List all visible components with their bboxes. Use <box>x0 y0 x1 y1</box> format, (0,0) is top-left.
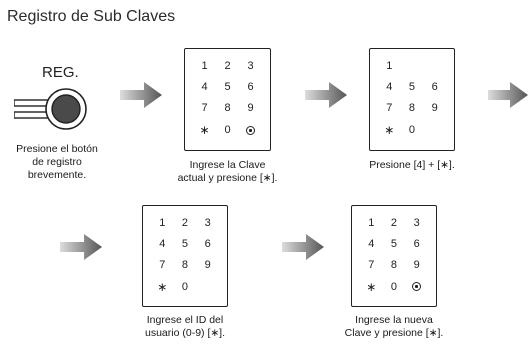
step5-caption: Ingrese la nueva Clave y presione [∗]. <box>324 314 464 340</box>
key: 0 <box>181 280 189 293</box>
key: 6 <box>413 237 420 250</box>
key <box>423 55 446 76</box>
key: 6 <box>247 80 254 93</box>
arrow-right-icon <box>60 234 102 260</box>
key: 4 <box>386 80 393 93</box>
caption-line: Ingrese la Clave <box>189 159 266 171</box>
key <box>196 275 219 298</box>
arrow-right-icon <box>120 82 162 108</box>
key: 8 <box>181 258 189 271</box>
key: ∗ <box>157 279 168 294</box>
key: 2 <box>181 216 189 229</box>
key: 3 <box>204 216 211 229</box>
arrow-right-icon <box>305 82 347 108</box>
key: 6 <box>204 237 211 250</box>
page-title: Registro de Sub Claves <box>7 8 176 25</box>
key-lock <box>405 275 428 298</box>
key: 1 <box>368 216 375 229</box>
caption-line: brevemente. <box>27 169 87 181</box>
step1-caption: Presione el botón de registro brevemente… <box>2 143 112 182</box>
key: 4 <box>159 237 166 250</box>
key: 2 <box>224 59 231 72</box>
caption-line: Clave y presione [∗]. <box>344 327 444 339</box>
step2-caption: Ingrese la Clave actual y presione [∗]. <box>165 159 290 185</box>
caption-line: Presione [4] + [∗]. <box>369 159 455 171</box>
keypad-step2: 1 2 3 4 5 6 7 8 9 ∗ 0 <box>184 48 271 151</box>
key: 1 <box>159 216 166 229</box>
key: 1 <box>201 59 208 72</box>
key: 8 <box>224 102 231 115</box>
key: 4 <box>201 80 208 93</box>
key: 9 <box>247 102 254 115</box>
step3-caption: Presione [4] + [∗]. <box>352 159 472 172</box>
key: 0 <box>390 280 398 293</box>
register-button-icon <box>14 88 87 130</box>
key: 9 <box>413 258 420 271</box>
key: 5 <box>224 80 231 93</box>
key: 4 <box>368 237 375 250</box>
caption-line: Ingrese el ID del <box>146 314 224 326</box>
lock-icon <box>412 282 422 291</box>
caption-line: de registro <box>32 156 82 168</box>
lock-icon <box>246 125 255 135</box>
key: 3 <box>247 59 254 72</box>
reg-label: REG. <box>42 64 79 81</box>
caption-line: Presione el botón <box>16 143 98 155</box>
arrow-right-icon <box>488 82 528 108</box>
key: 0 <box>408 124 416 137</box>
key: 6 <box>431 80 438 93</box>
key: 1 <box>386 59 393 72</box>
key: 7 <box>368 258 375 271</box>
step4-caption: Ingrese el ID del usuario (0-9) [∗]. <box>125 314 245 340</box>
key: 5 <box>390 237 398 250</box>
key: 7 <box>201 102 208 115</box>
key: 0 <box>224 124 231 137</box>
keypad-step3: 1 4 5 6 7 8 9 ∗ 0 <box>369 48 455 151</box>
key: 9 <box>204 258 211 271</box>
arrow-right-icon <box>282 234 324 260</box>
key: ∗ <box>366 279 377 294</box>
key-lock <box>239 119 262 142</box>
key: 9 <box>431 102 438 115</box>
key: ∗ <box>199 123 210 138</box>
keypad-step4: 1 2 3 4 5 6 7 8 9 ∗ 0 <box>142 205 228 307</box>
key: 8 <box>390 258 398 271</box>
caption-line: actual y presione [∗]. <box>177 172 278 184</box>
caption-line: Ingrese la nueva <box>355 314 433 326</box>
key: 8 <box>408 102 416 115</box>
key: 7 <box>386 102 393 115</box>
key <box>423 119 446 142</box>
caption-line: usuario (0-9) [∗]. <box>145 327 225 339</box>
key: ∗ <box>384 123 395 138</box>
key: 7 <box>159 258 166 271</box>
key <box>401 55 424 76</box>
key: 3 <box>413 216 420 229</box>
keypad-step5: 1 2 3 4 5 6 7 8 9 ∗ 0 <box>351 205 437 307</box>
key: 5 <box>408 80 416 93</box>
key: 2 <box>390 216 398 229</box>
key: 5 <box>181 237 189 250</box>
